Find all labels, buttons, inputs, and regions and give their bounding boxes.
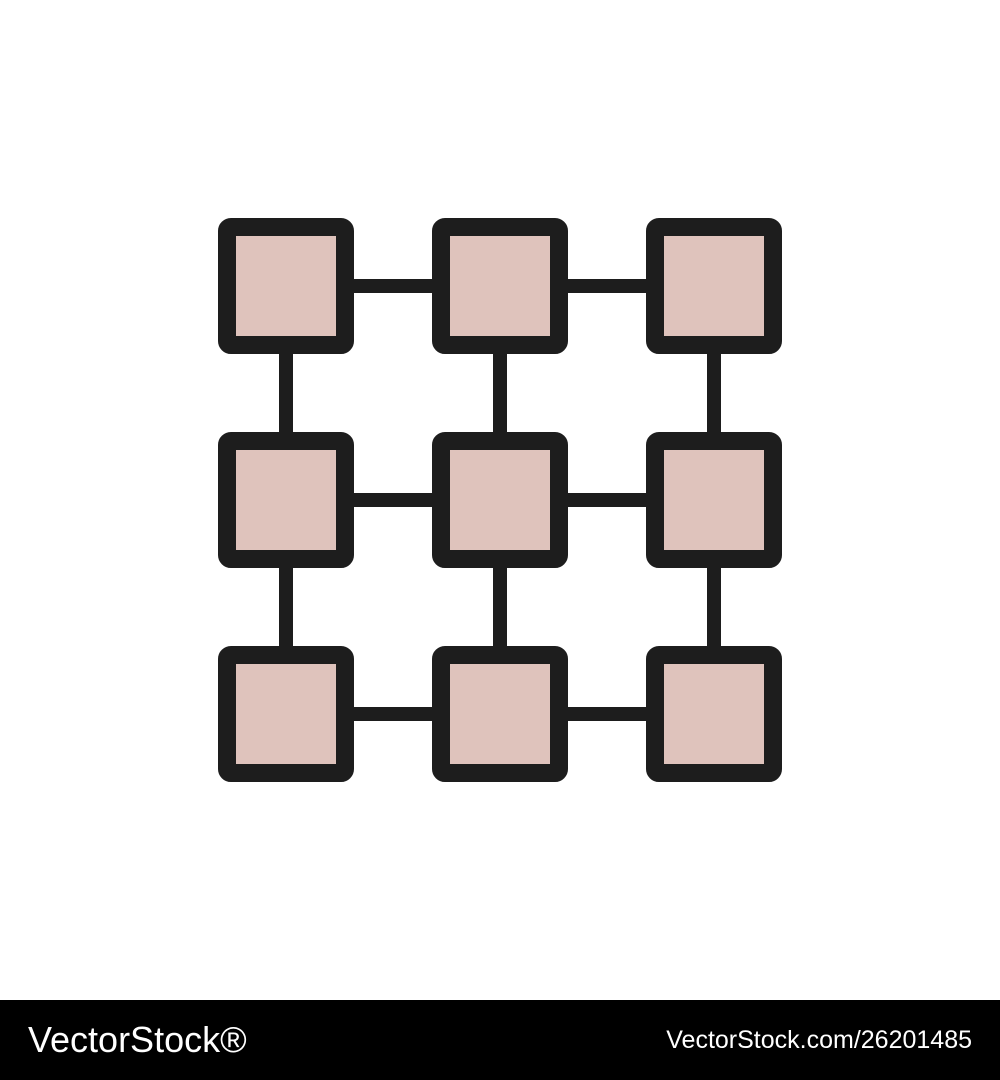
connector-lines (279, 279, 721, 721)
grid-nodes (218, 218, 782, 782)
grid-node-square (432, 432, 568, 568)
watermark-footer: VectorStock® VectorStock.com/26201485 (0, 1000, 1000, 1080)
connector-horizontal (566, 493, 648, 507)
connector-horizontal (566, 279, 648, 293)
connector-horizontal (566, 707, 648, 721)
connector-vertical (493, 566, 507, 648)
grid-node-square (646, 218, 782, 354)
grid-node-square (432, 218, 568, 354)
connector-horizontal (352, 279, 434, 293)
connector-horizontal (352, 707, 434, 721)
grid-node-square (218, 218, 354, 354)
connector-vertical (279, 352, 293, 434)
connector-vertical (279, 566, 293, 648)
grid-node-square (432, 646, 568, 782)
grid-node-square (646, 432, 782, 568)
connector-vertical (707, 566, 721, 648)
connector-horizontal (352, 493, 434, 507)
grid-node-square (218, 432, 354, 568)
stock-image-id: VectorStock.com/26201485 (666, 1025, 972, 1054)
grid-node-square (218, 646, 354, 782)
connector-vertical (493, 352, 507, 434)
grid-node-square (646, 646, 782, 782)
vectorstock-logo: VectorStock® (28, 1019, 247, 1060)
network-grid-icon (218, 218, 782, 782)
image-canvas (218, 218, 782, 782)
connector-vertical (707, 352, 721, 434)
